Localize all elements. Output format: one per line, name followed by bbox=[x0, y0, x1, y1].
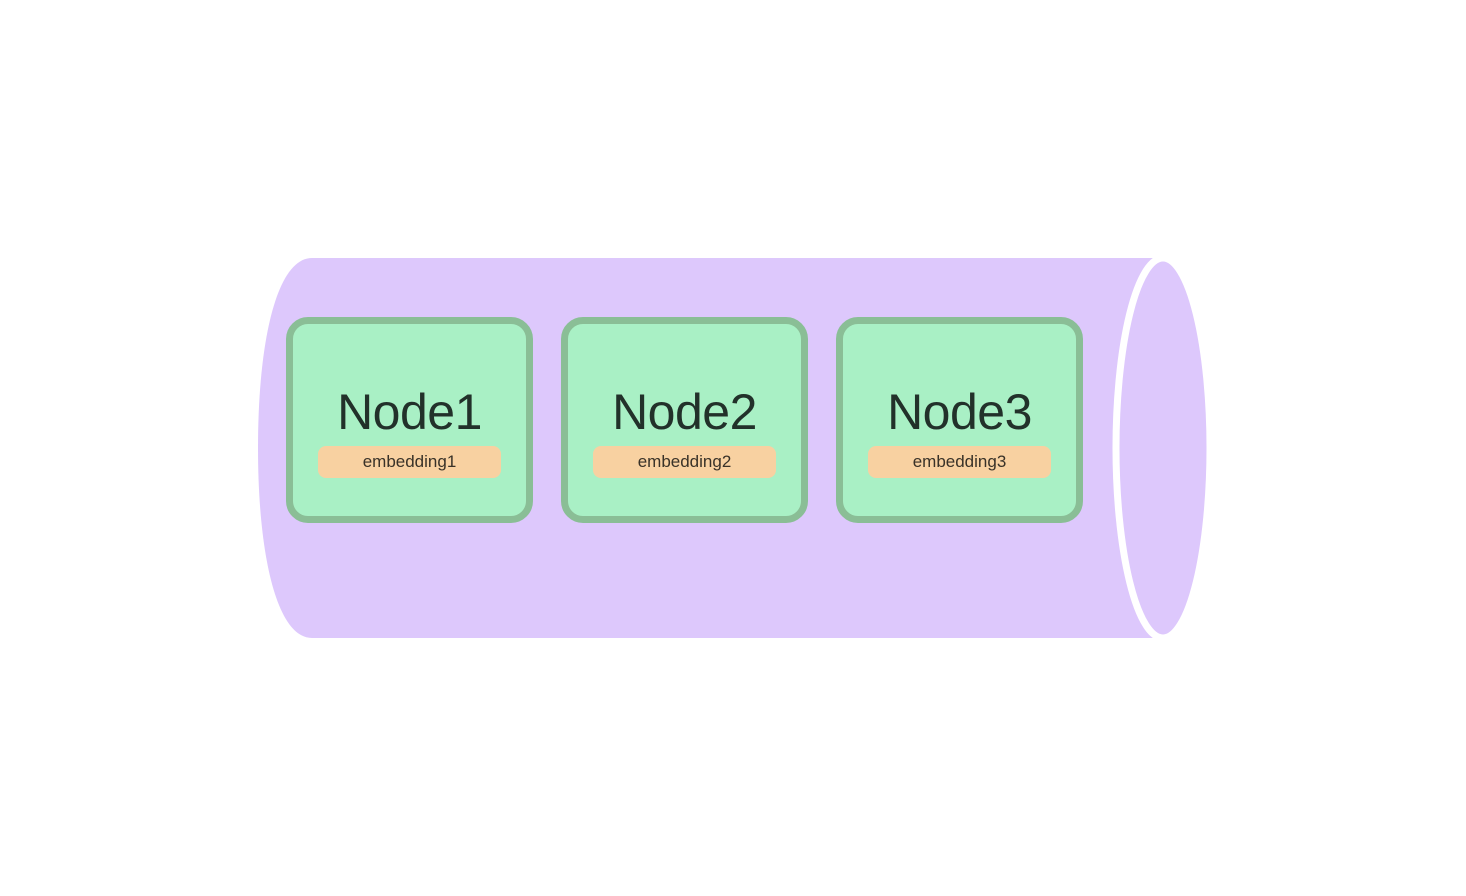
cylinder-end-cap bbox=[1112, 254, 1214, 642]
node-label: Node2 bbox=[612, 383, 757, 440]
node-box: Node3 embedding3 bbox=[836, 317, 1083, 523]
embedding-badge: embedding1 bbox=[318, 446, 501, 479]
embedding-badge: embedding2 bbox=[593, 446, 776, 479]
node-box: Node1 embedding1 bbox=[286, 317, 533, 523]
embedding-badge: embedding3 bbox=[868, 446, 1051, 479]
node-box: Node2 embedding2 bbox=[561, 317, 808, 523]
node-label: Node1 bbox=[337, 383, 482, 440]
node-label: Node3 bbox=[887, 383, 1032, 440]
